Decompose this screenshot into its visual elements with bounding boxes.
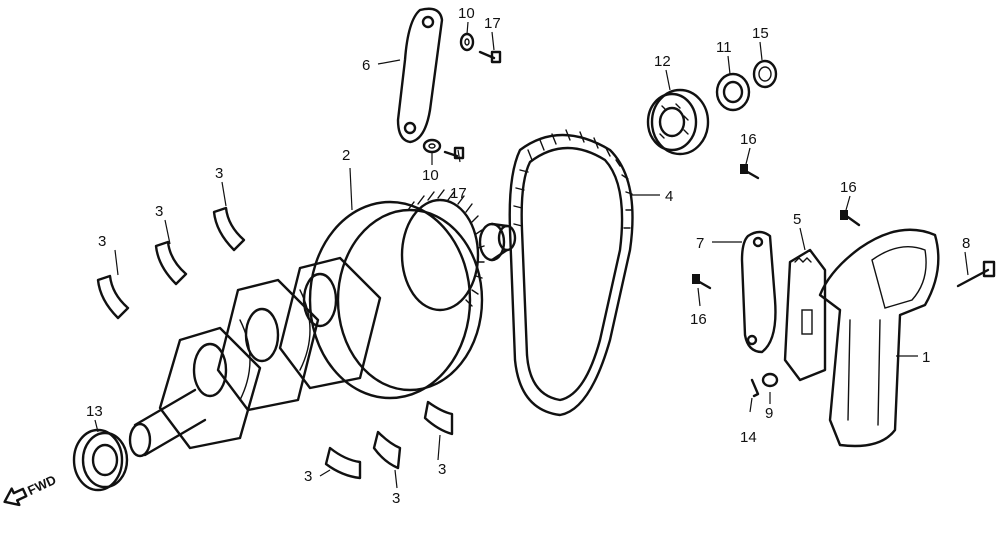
callout-4: 4 (665, 188, 673, 205)
callout-3-e: 3 (392, 490, 400, 507)
callout-17-a: 17 (484, 15, 501, 32)
callout-3-d: 3 (304, 468, 312, 485)
pin-14 (750, 378, 760, 398)
fwd-label: FWD (25, 472, 58, 498)
callout-7: 7 (696, 235, 704, 252)
callout-12: 12 (654, 53, 671, 70)
callout-3-f: 3 (438, 461, 446, 478)
front-oil-seal (72, 428, 129, 492)
callout-6: 6 (362, 57, 370, 74)
bolt-lower (443, 146, 465, 160)
bearing-shell-4 (324, 446, 362, 480)
callout-17-b: 17 (450, 185, 467, 202)
callout-10-b: 10 (422, 167, 439, 184)
bearing-shell-2 (154, 240, 188, 286)
leader-lines (94, 21, 969, 489)
callout-8: 8 (962, 235, 970, 252)
callout-16-a: 16 (740, 131, 757, 148)
bearing-shell-6 (423, 400, 454, 436)
callout-5: 5 (793, 211, 801, 228)
callout-11: 11 (716, 39, 732, 56)
callout-15: 15 (752, 25, 769, 42)
callout-3-b: 3 (155, 203, 163, 220)
callout-16-b: 16 (840, 179, 857, 196)
callout-1: 1 (922, 349, 930, 366)
bolt-upper (478, 50, 502, 64)
oil-seal (715, 72, 751, 112)
bearing-shell-5 (372, 430, 402, 470)
callout-10-a: 10 (458, 5, 475, 22)
washer-lower (422, 138, 442, 154)
callout-13: 13 (86, 403, 103, 420)
ball-bearing (646, 88, 710, 156)
callout-2: 2 (342, 147, 350, 164)
bearing-shell-1 (96, 274, 130, 320)
bolt-16-right (840, 210, 861, 227)
callout-3-a: 3 (98, 233, 106, 250)
circlip (752, 59, 778, 89)
crankshaft (128, 189, 517, 458)
bearing-shell-3 (212, 206, 246, 252)
washer-9 (761, 372, 779, 388)
bolt-16-left (692, 274, 712, 290)
cam-chain (508, 129, 634, 417)
callout-numbers: 1 2 3 3 3 3 3 3 4 5 6 7 8 9 10 10 11 12 … (86, 5, 970, 507)
bolt-16-top (740, 164, 760, 180)
tensioner-bracket (783, 248, 827, 382)
washer-upper (459, 32, 475, 52)
chain-guide-plate (818, 228, 940, 448)
callout-14: 14 (740, 429, 757, 446)
chain-guide-upper (396, 7, 444, 144)
tensioner-arm (740, 230, 777, 354)
callout-16-c: 16 (690, 311, 707, 328)
fwd-arrow: FWD (3, 472, 58, 507)
long-bolt (956, 260, 996, 288)
callout-3-c: 3 (215, 165, 223, 182)
callout-9: 9 (765, 405, 773, 422)
